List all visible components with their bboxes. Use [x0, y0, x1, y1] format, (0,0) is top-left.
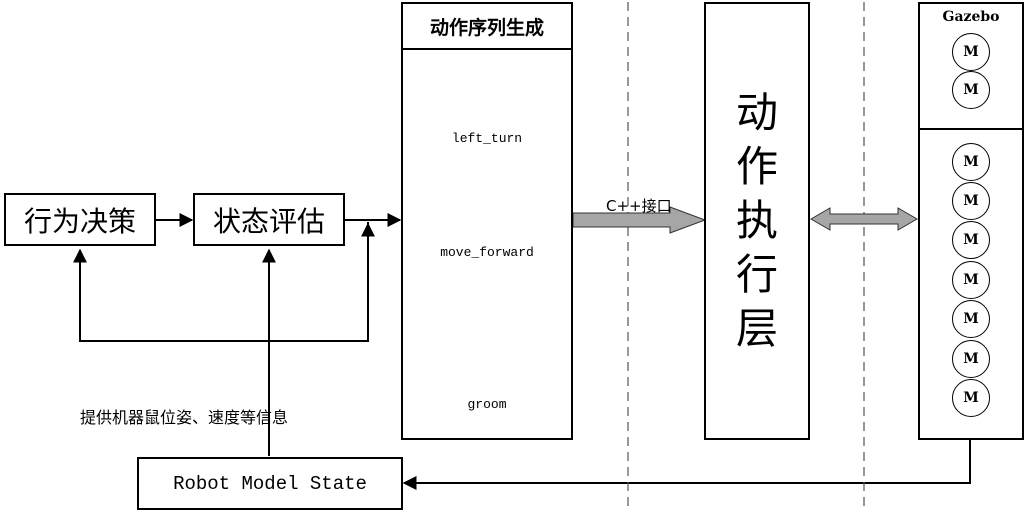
gazebo-divider	[920, 128, 1022, 130]
feedback-label: 提供机器鼠位姿、速度等信息	[80, 408, 289, 427]
interface-arrow	[572, 206, 707, 234]
sequence-title-text: 动作序列生成	[429, 16, 544, 39]
action-label-left-turn: left_turn	[451, 131, 523, 146]
decision-box: 行为决策	[4, 193, 156, 246]
executor-char-3: 执	[735, 196, 778, 245]
arrow-gazebo-to-model-state	[402, 440, 971, 490]
evaluation-box: 状态评估	[193, 193, 345, 246]
executor-char-5: 层	[735, 304, 778, 353]
motor-icon-bottom-1: M	[952, 143, 990, 181]
executor-char-1: 动	[735, 88, 778, 137]
sequence-title: 动作序列生成	[403, 4, 571, 50]
executor-char-4: 行	[735, 250, 778, 299]
motor-icon-top-2: M	[952, 71, 990, 109]
bidirectional-arrow	[810, 207, 918, 231]
motor-icon-bottom-2: M	[952, 182, 990, 220]
motor-icon-bottom-3: M	[952, 221, 990, 259]
model-state-label: Robot Model State	[173, 472, 367, 495]
motor-icon-bottom-6: M	[952, 340, 990, 378]
interface-label: C++接口	[606, 197, 672, 215]
executor-char-2: 作	[735, 142, 778, 191]
gazebo-title: Gazebo	[942, 9, 1000, 25]
model-state-box: Robot Model State	[137, 457, 403, 510]
motor-icon-bottom-7: M	[952, 379, 990, 417]
motor-icon-top-1: M	[952, 33, 990, 71]
sequence-panel: 动作序列生成	[401, 2, 573, 440]
motor-icon-bottom-4: M	[952, 261, 990, 299]
evaluation-label: 状态评估	[212, 204, 325, 238]
executor-box: 动 作 执 行 层	[704, 2, 810, 440]
action-label-move-forward: move_forward	[440, 245, 534, 260]
motor-icon-bottom-5: M	[952, 300, 990, 338]
action-label-groom: groom	[467, 397, 507, 412]
decision-label: 行为决策	[23, 204, 136, 238]
